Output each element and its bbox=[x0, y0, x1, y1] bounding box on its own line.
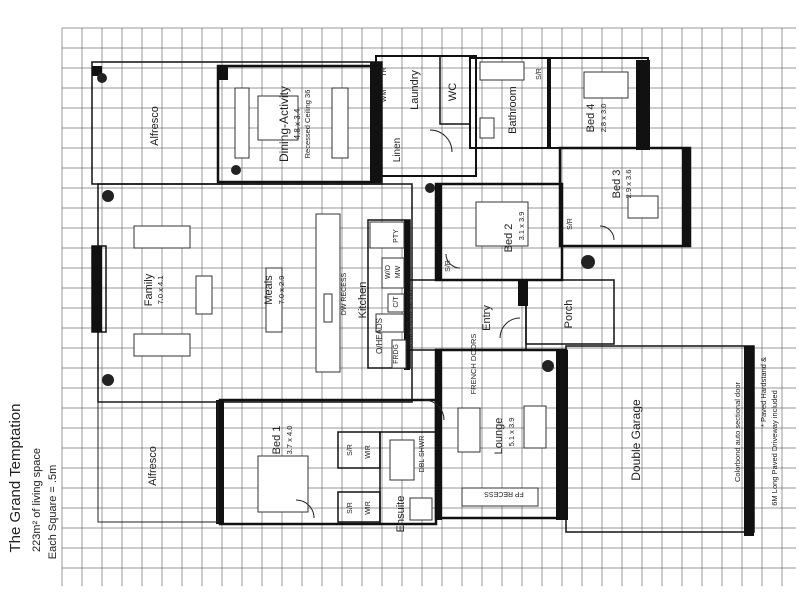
room-label-dbl-shwr: DBL SHWR bbox=[419, 436, 426, 473]
room-label-garage: Double Garage bbox=[629, 399, 643, 481]
room-size-lounge: 5.1 x 3.9 bbox=[507, 418, 516, 447]
room-label-dw-recess: DW RECESS bbox=[341, 272, 348, 315]
room-label-wir: WIR bbox=[365, 445, 372, 459]
room-label-meals: Meals bbox=[263, 275, 275, 305]
room-label-linen: Linen bbox=[392, 138, 403, 162]
room-size-bed3: 2.9 x 3.6 bbox=[624, 170, 633, 199]
room-note-dining: Recessed Ceiling 36 bbox=[303, 90, 312, 159]
room-label-mw: MW bbox=[395, 265, 402, 278]
room-label-sr-top: S/R bbox=[536, 68, 543, 80]
room-label-sr-bed1: S/R bbox=[347, 444, 354, 456]
room-label-tr: TR bbox=[381, 67, 388, 76]
room-label-wo: W/O bbox=[385, 264, 392, 279]
room-label-dining: Dining-Activity bbox=[277, 86, 291, 162]
room-label-fp-recess: FP RECESS bbox=[484, 490, 524, 497]
furniture bbox=[97, 61, 659, 521]
room-size-bed4: 2.8 x 3.0 bbox=[599, 104, 608, 133]
room-label-sr-bed2: S/R bbox=[445, 260, 452, 272]
room-labels: Alfresco Dining-Activity 4.8 x 3.4 Reces… bbox=[143, 67, 643, 532]
room-label-arched-recess: ARCHED RECESS bbox=[407, 290, 414, 351]
plan-scale: Each Square = .5m bbox=[47, 465, 59, 559]
room-size-bed1: 3.7 x 4.0 bbox=[285, 426, 294, 455]
room-label-entry: Entry bbox=[481, 305, 493, 331]
walls bbox=[91, 55, 755, 536]
room-label-bed2: Bed 2 bbox=[503, 224, 515, 253]
room-label-bed4: Bed 4 bbox=[585, 104, 597, 133]
room-label-porch: Porch bbox=[563, 300, 575, 329]
room-size-family: 7.0 x 4.1 bbox=[156, 276, 165, 305]
room-label-kitchen: Kitchen bbox=[357, 282, 369, 319]
room-size-meals: 7.0 x 2.9 bbox=[277, 276, 286, 305]
room-label-laundry: Laundry bbox=[409, 70, 421, 110]
room-size-dining: 4.8 x 3.4 bbox=[293, 108, 302, 139]
room-label-cooktop: C/T bbox=[393, 296, 400, 308]
room-label-overheads: O/HEADS bbox=[375, 318, 384, 354]
note-paving-1: * Paved Hardstand & bbox=[759, 357, 768, 427]
plan-area: 223m² of living space bbox=[31, 448, 43, 552]
plan-title: The Grand Temptation bbox=[7, 404, 24, 553]
room-label-sr-ensuite: S/R bbox=[347, 502, 354, 514]
room-label-alfresco-top: Alfresco bbox=[149, 106, 161, 146]
room-label-pty: PTY bbox=[393, 229, 400, 243]
note-paving-2: 6M Long Paved Driveway included bbox=[770, 390, 779, 505]
room-label-bed3: Bed 3 bbox=[611, 170, 623, 199]
room-label-french-doors: FRENCH DOORS bbox=[469, 334, 478, 395]
room-label-bed1: Bed 1 bbox=[271, 426, 283, 455]
room-label-family: Family bbox=[143, 273, 155, 306]
room-size-bed2: 3.1 x 3.9 bbox=[517, 212, 526, 241]
room-label-wir2: WIR bbox=[365, 501, 372, 515]
room-label-alfresco-bottom: Alfresco bbox=[147, 446, 159, 486]
title-block: The Grand Temptation 223m² of living spa… bbox=[7, 404, 59, 560]
room-label-wc: WC bbox=[447, 83, 459, 101]
room-label-lounge: Lounge bbox=[493, 418, 505, 455]
room-label-wm: WM bbox=[381, 90, 388, 103]
room-label-ensuite: Ensuite bbox=[395, 496, 407, 533]
room-label-bathroom: Bathroom bbox=[507, 86, 519, 134]
room-label-sr-bed3: S/R bbox=[567, 218, 574, 230]
notes: Colorbond auto sectional door * Paved Ha… bbox=[733, 357, 779, 506]
room-label-fridge: FRDG bbox=[393, 344, 400, 364]
note-garage-door: Colorbond auto sectional door bbox=[733, 381, 742, 482]
